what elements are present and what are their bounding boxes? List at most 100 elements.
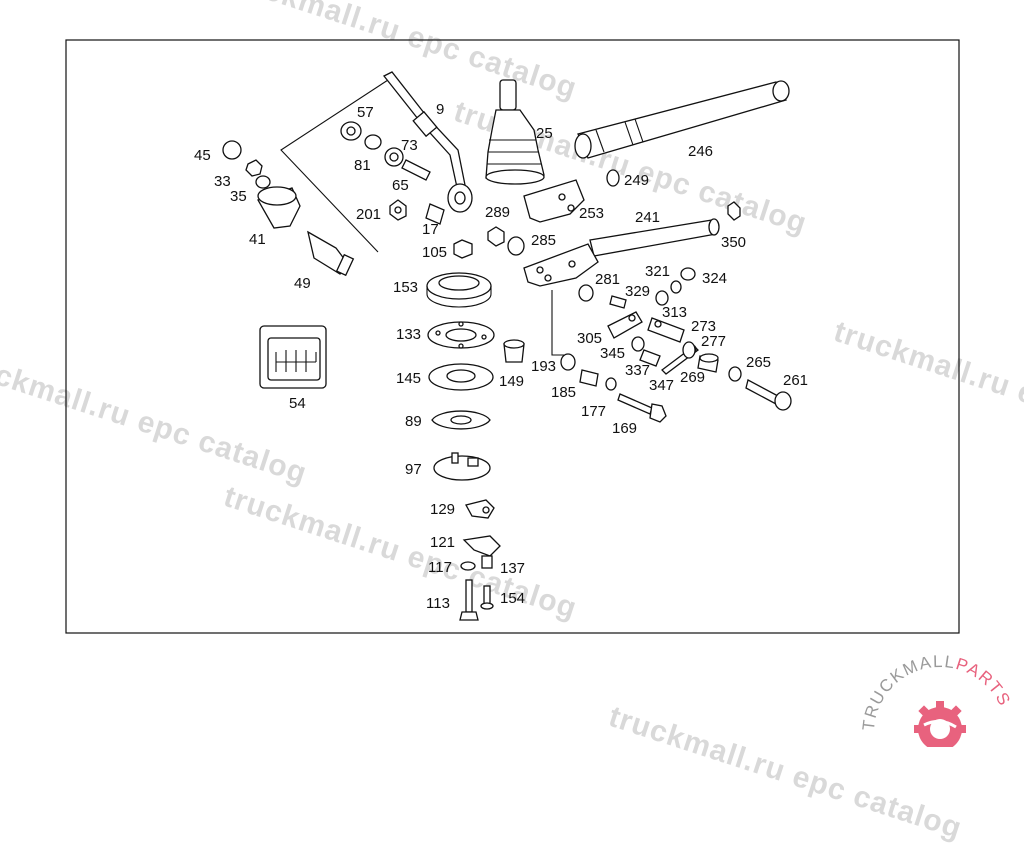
leader-line: [280, 79, 389, 253]
bolt-113[interactable]: [459, 579, 479, 621]
callout-269: 269: [680, 369, 705, 386]
bolt-261[interactable]: [745, 379, 792, 411]
washer-324[interactable]: [680, 267, 696, 281]
diagram-frame: [65, 39, 960, 634]
callout-105: 105: [422, 244, 447, 261]
pin-329[interactable]: [609, 295, 627, 309]
ring-193[interactable]: [560, 353, 576, 371]
callout-33: 33: [214, 173, 231, 190]
bushing-285[interactable]: [507, 236, 525, 256]
callout-121: 121: [430, 534, 455, 551]
detent-129[interactable]: [465, 499, 495, 519]
callout-81: 81: [354, 157, 371, 174]
ring-265[interactable]: [728, 366, 742, 382]
callout-35: 35: [230, 188, 247, 205]
callout-17: 17: [422, 221, 439, 238]
callout-25: 25: [536, 125, 553, 142]
knob-sleeve-49[interactable]: [307, 230, 355, 277]
callout-129: 129: [430, 501, 455, 518]
callout-145: 145: [396, 370, 421, 387]
ring-177[interactable]: [605, 377, 617, 391]
callout-347: 347: [649, 377, 674, 394]
shift-tube[interactable]: [574, 80, 790, 159]
callout-285: 285: [531, 232, 556, 249]
callout-9: 9: [436, 101, 444, 118]
parts-diagram: 9 25 246 57 73 81 65 45 33 35 41 49 201 …: [65, 39, 960, 634]
shift-tube-241[interactable]: [523, 218, 720, 287]
callout-289: 289: [485, 204, 510, 221]
callout-169: 169: [612, 420, 637, 437]
callout-153: 153: [393, 279, 418, 296]
callout-113: 113: [426, 595, 450, 612]
callout-177: 177: [581, 403, 606, 420]
bushing-281[interactable]: [578, 284, 594, 302]
cap-45[interactable]: [222, 140, 242, 160]
callout-49: 49: [294, 275, 311, 292]
bushing-277[interactable]: [682, 341, 696, 359]
callout-185: 185: [551, 384, 576, 401]
gasket-133[interactable]: [427, 321, 495, 349]
bolt-169[interactable]: [617, 393, 667, 423]
bushing-137[interactable]: [481, 555, 493, 569]
detent-121[interactable]: [462, 535, 501, 557]
callout-281: 281: [595, 271, 620, 288]
nut-105[interactable]: [453, 239, 473, 259]
callout-313: 313: [662, 304, 687, 321]
bushing-73[interactable]: [384, 147, 404, 167]
plate-89[interactable]: [431, 410, 491, 430]
callout-321: 321: [645, 263, 670, 280]
bushing-185[interactable]: [579, 369, 599, 387]
logo-brand-b: PARTS: [954, 655, 1015, 710]
shift-pattern-plate-54[interactable]: [259, 325, 327, 389]
callout-273: 273: [691, 318, 716, 335]
leader-line: [551, 290, 564, 356]
callout-57: 57: [357, 104, 374, 121]
bushing-149[interactable]: [503, 339, 525, 363]
ring-249[interactable]: [606, 169, 620, 187]
callout-149: 149: [499, 373, 524, 390]
ring-321[interactable]: [655, 290, 669, 306]
callout-246: 246: [688, 143, 713, 160]
washer-57[interactable]: [340, 121, 362, 141]
callout-89: 89: [405, 413, 422, 430]
callout-45: 45: [194, 147, 211, 164]
ring-345[interactable]: [631, 336, 645, 352]
callout-73: 73: [401, 137, 418, 154]
callout-41: 41: [249, 231, 266, 248]
gear-icon: [914, 701, 966, 747]
callout-261: 261: [783, 372, 808, 389]
plate-145[interactable]: [428, 363, 494, 391]
nut-33[interactable]: [245, 159, 263, 177]
sleeve-17[interactable]: [425, 203, 445, 225]
ring-313[interactable]: [670, 280, 682, 294]
nut-201[interactable]: [389, 199, 407, 221]
joint-273[interactable]: [647, 317, 685, 343]
rubber-boot[interactable]: [485, 79, 545, 185]
callout-265: 265: [746, 354, 771, 371]
callout-324: 324: [702, 270, 727, 287]
callout-249: 249: [624, 172, 649, 189]
washer-117[interactable]: [460, 561, 476, 571]
callout-337: 337: [625, 362, 650, 379]
bracket-253[interactable]: [523, 179, 585, 223]
washer-35[interactable]: [255, 175, 271, 189]
callout-201: 201: [356, 206, 381, 223]
bushing-337[interactable]: [639, 349, 661, 367]
callout-97: 97: [405, 461, 422, 478]
shift-knob-41[interactable]: [257, 186, 301, 229]
ring-81[interactable]: [364, 134, 382, 150]
callout-193: 193: [531, 358, 556, 375]
screw-154[interactable]: [480, 585, 494, 610]
lever-305[interactable]: [607, 311, 643, 339]
nut-289[interactable]: [487, 226, 505, 247]
callout-345: 345: [600, 345, 625, 362]
bushing-269[interactable]: [697, 353, 719, 373]
shift-lever-rod[interactable]: [382, 71, 473, 213]
pin-65[interactable]: [401, 159, 431, 181]
plate-97[interactable]: [433, 452, 491, 481]
callout-137: 137: [500, 560, 525, 577]
clip-350[interactable]: [727, 201, 741, 221]
callout-65: 65: [392, 177, 409, 194]
seal-153[interactable]: [426, 272, 492, 308]
callout-253: 253: [579, 205, 604, 222]
